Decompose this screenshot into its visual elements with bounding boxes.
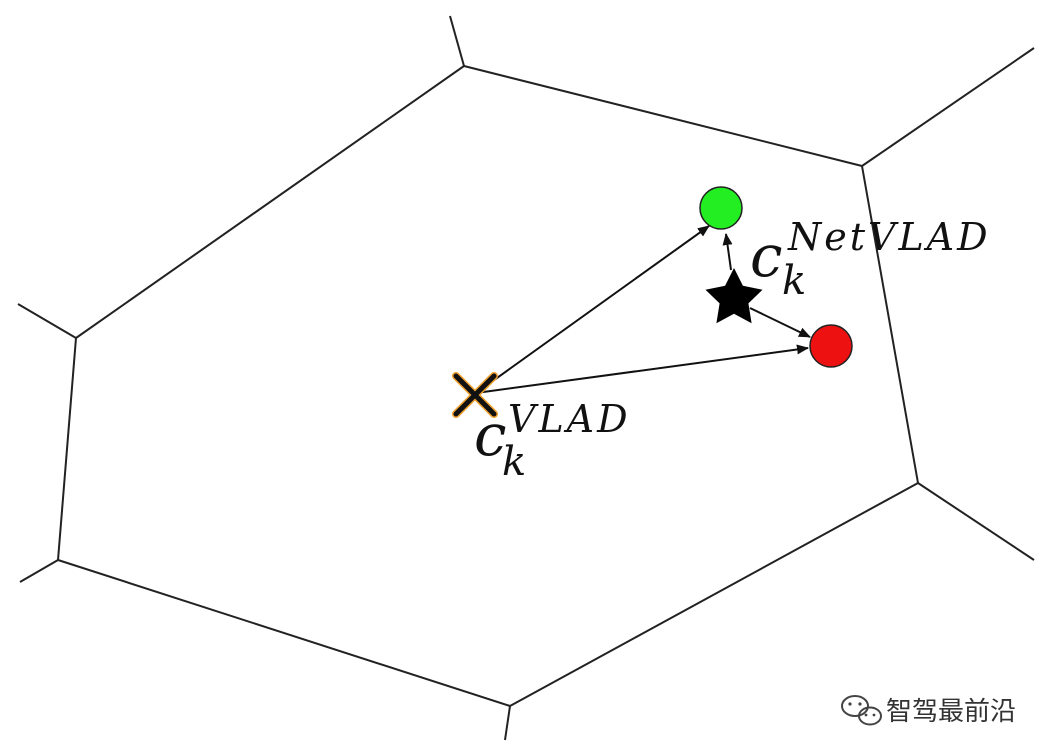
label-vlad-superscript: VLAD bbox=[508, 397, 631, 441]
label-netvlad-base: c bbox=[750, 222, 782, 290]
label-vlad-centroid: c k VLAD bbox=[474, 397, 631, 485]
red-point bbox=[809, 324, 853, 368]
arrow-vlad-to-red bbox=[475, 344, 809, 394]
arrow-vlad-to-green bbox=[475, 225, 710, 394]
netvlad-centroid-star bbox=[705, 268, 763, 324]
green-point bbox=[699, 186, 743, 230]
boundary-ray-bottom-left bbox=[19, 559, 59, 583]
watermark: 智驾最前沿 bbox=[841, 695, 1016, 727]
watermark-text: 智驾最前沿 bbox=[886, 697, 1016, 727]
label-netvlad-superscript: NetVLAD bbox=[787, 215, 991, 259]
voronoi-cell-boundary bbox=[17, 15, 1035, 741]
boundary-ray-top bbox=[449, 15, 465, 67]
label-vlad-base: c bbox=[474, 401, 506, 469]
label-netvlad-centroid: c k NetVLAD bbox=[750, 215, 991, 304]
label-netvlad-subscript: k bbox=[782, 258, 806, 304]
boundary-ray-bottom bbox=[504, 705, 511, 741]
boundary-ray-bottom-right bbox=[917, 482, 1035, 561]
arrow-star-to-red bbox=[749, 307, 811, 338]
wechat-chat-icon bbox=[841, 695, 882, 726]
arrows bbox=[475, 225, 811, 394]
vlad-centroid-cross bbox=[452, 372, 498, 418]
boundary-ray-left bbox=[17, 303, 77, 339]
boundary-ray-top-right bbox=[861, 47, 1035, 167]
label-vlad-subscript: k bbox=[502, 439, 526, 485]
arrow-star-to-green bbox=[722, 233, 733, 271]
